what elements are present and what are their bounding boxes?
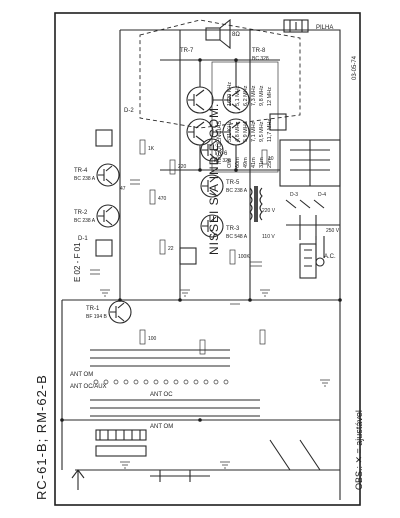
- freq-cell-4-2: 9,8 MHz: [259, 85, 265, 106]
- switch-contact: [93, 379, 99, 385]
- tr4-type: BC 238 A: [74, 176, 96, 182]
- c10-label: 10: [268, 156, 274, 162]
- v110-label: 110 V: [262, 234, 275, 240]
- switch-contact: [103, 379, 109, 385]
- passive-components: 1K 470 22 220 100K 47 10 100: [90, 139, 274, 355]
- switch-contact: [123, 379, 129, 385]
- freq-cell-1-1: 4,8 MHz: [235, 121, 241, 142]
- band-switch: ANT OM ANT OC/AUX ANT OC ANT OM: [70, 349, 321, 490]
- tr3-label: TR-3: [226, 226, 240, 232]
- ant-om-label: ANT OM: [70, 372, 93, 378]
- tr8-label: TR-8: [252, 48, 266, 54]
- freq-cell-1-2: 5,1 MHz: [235, 85, 241, 106]
- ant-oc-aux-label: ANT OC/AUX: [70, 384, 107, 390]
- d4-label: D-4: [318, 192, 326, 198]
- tr7-label: TR-7: [180, 48, 194, 54]
- switch-contact: [203, 379, 209, 385]
- v250-label: 250 V: [326, 228, 340, 234]
- sheet-border: [54, 12, 361, 506]
- switch-contact: [133, 379, 139, 385]
- audio-output-stage: 8Ω PILHA TR-7 TR-8 BC 328 TR-6 BC 328: [160, 18, 333, 171]
- battery-label: PILHA: [316, 25, 333, 31]
- c47-label: 47: [120, 186, 126, 192]
- switch-contact: [183, 379, 189, 385]
- freq-cell-2-0: 49m: [243, 157, 249, 168]
- freq-cell-5-2: 12 MHz: [267, 87, 273, 106]
- tr4-label: TR-4: [74, 168, 88, 174]
- switch-contact: [173, 379, 179, 385]
- shield-outline: [139, 19, 301, 129]
- c100-label: 100: [148, 336, 157, 342]
- junction-dots: [60, 58, 342, 422]
- speaker-label: 8Ω: [232, 32, 240, 38]
- freq-cell-5-0: 25m: [267, 157, 273, 168]
- ground-symbols: [100, 289, 330, 469]
- model-title: RC-61-B; RM-62-B: [34, 374, 49, 500]
- tr1-type: BF 194 B: [86, 314, 108, 320]
- freq-table-header: FREQÜÊNCIAS: [215, 121, 223, 164]
- switch-contact: [213, 379, 219, 385]
- d2-label: D-2: [124, 108, 134, 114]
- d1-label: D-1: [78, 236, 88, 242]
- tr1-label: TR-1: [86, 306, 100, 312]
- ant-om-lower-label: ANT OM: [150, 424, 173, 430]
- v220-label: 220 V: [262, 208, 276, 214]
- tr6-label: TR-6: [214, 151, 228, 157]
- freq-cell-3-2: 7,3 MHz: [251, 85, 257, 106]
- switch-contact: [153, 379, 159, 385]
- switch-contact: [223, 379, 229, 385]
- freq-cell-0-2: 1620 KHz: [227, 82, 233, 106]
- switch-contact: [163, 379, 169, 385]
- tr5-label: TR-5: [226, 180, 240, 186]
- doc-code: E 02 - F 01: [73, 242, 82, 282]
- freq-cell-0-0: OM: [227, 159, 233, 168]
- freq-cell-4-1: 9,5 MHz: [259, 121, 265, 142]
- adjust-note: OBS.: ✕ = ajustável: [354, 410, 364, 490]
- r470-label: 470: [158, 196, 167, 202]
- freq-cell-2-1: 5,9 MHz: [243, 121, 249, 142]
- switch-contact: [193, 379, 199, 385]
- if-stage: TR-4 BC 238 A TR-2 BC 238 A TR-5 BC 238 …: [74, 108, 287, 324]
- tr6-type: BC 328: [214, 158, 231, 164]
- tr5-type: BC 238 A: [226, 188, 248, 194]
- power-supply: 220 V 110 V 250 V D-3 D-4 A.C.: [249, 139, 341, 279]
- freq-cell-3-1: 7,1 MHz: [251, 121, 257, 142]
- switch-contact: [113, 379, 119, 385]
- tr2-label: TR-2: [74, 210, 88, 216]
- date-code: 03-05-74: [352, 55, 358, 80]
- r220-label: 220: [178, 164, 187, 170]
- tr2-type: BC 238 A: [74, 218, 96, 224]
- r100k-label: 100K: [238, 254, 250, 260]
- freq-cell-1-0: 60m: [235, 157, 241, 168]
- r22-label: 22: [168, 246, 174, 252]
- tr8-type: BC 328: [252, 56, 269, 62]
- d3-label: D-3: [290, 192, 298, 198]
- ant-oc-label: ANT OC: [150, 392, 173, 398]
- ac-label: A.C.: [324, 254, 336, 260]
- r1k-label: 1K: [148, 146, 155, 152]
- switch-contact: [143, 379, 149, 385]
- freq-cell-3-0: 41m: [251, 157, 257, 168]
- freq-cell-2-2: 6,2 MHz: [243, 85, 249, 106]
- tr3-type: BC 548 A: [226, 234, 248, 240]
- power-bus: [61, 29, 341, 500]
